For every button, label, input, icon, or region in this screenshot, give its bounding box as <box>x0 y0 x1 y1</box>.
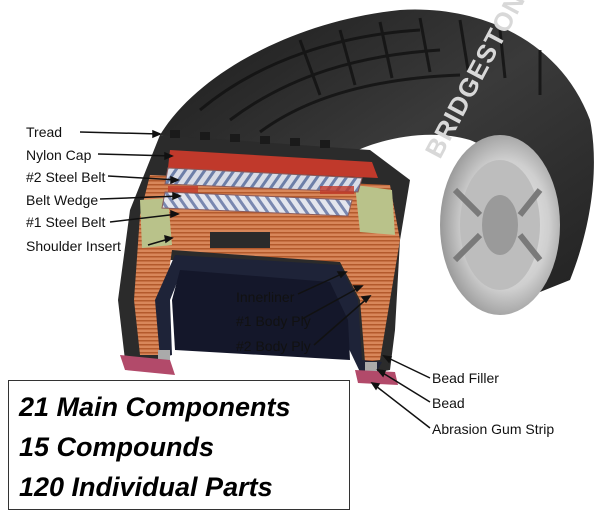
label-steel-belt-1: #1 Steel Belt <box>26 214 106 230</box>
summary-compounds: 15 Compounds <box>19 432 215 462</box>
wheel-rim <box>440 135 560 315</box>
summary-individual-parts: 120 Individual Parts <box>19 472 273 502</box>
label-body-ply-1: #1 Body Ply <box>236 313 311 329</box>
label-steel-belt-2: #2 Steel Belt <box>26 169 106 185</box>
label-tread: Tread <box>26 124 63 140</box>
label-bead-filler: Bead Filler <box>432 370 499 386</box>
label-nylon-cap: Nylon Cap <box>26 147 92 163</box>
label-body-ply-2: #2 Body Ply <box>236 338 311 354</box>
label-shoulder-insert: Shoulder Insert <box>26 238 121 254</box>
leader-lines <box>79 129 431 429</box>
label-innerliner: Innerliner <box>236 289 295 305</box>
label-bead: Bead <box>432 395 465 411</box>
cross-section <box>118 130 410 385</box>
summary-main-components: 21 Main Components <box>19 392 291 422</box>
summary-box: 21 Main Components 15 Compounds 120 Indi… <box>8 380 350 510</box>
label-belt-wedge: Belt Wedge <box>26 192 99 208</box>
label-abrasion-gum-strip: Abrasion Gum Strip <box>432 421 555 437</box>
